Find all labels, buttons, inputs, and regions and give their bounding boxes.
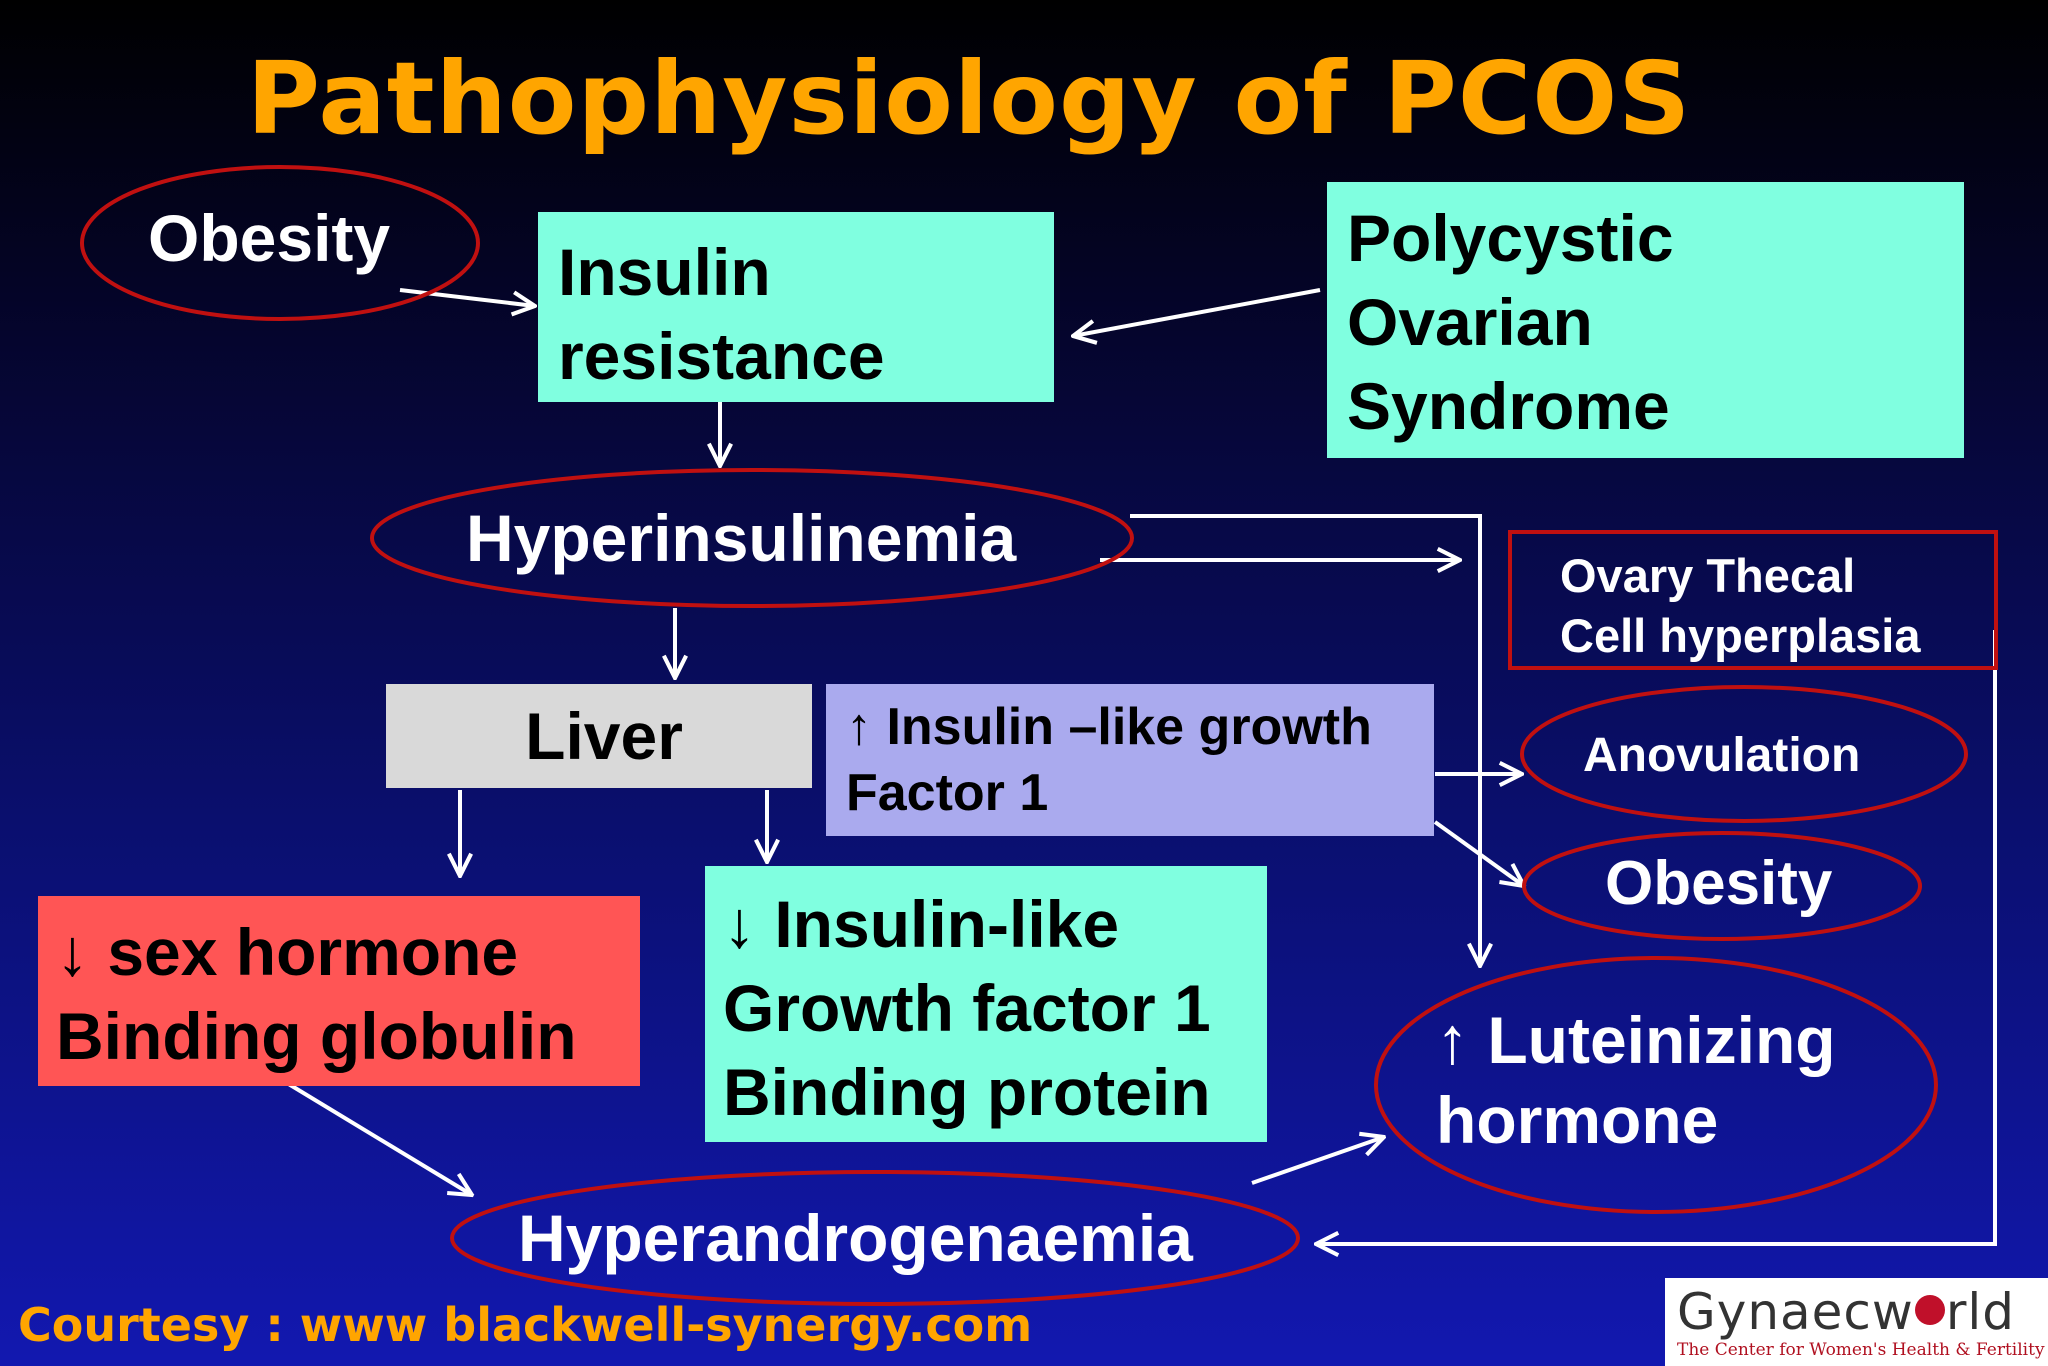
arrow-ovary-to-hyperandrogenaemia — [1316, 630, 1997, 1244]
courtesy-text: Courtesy : www blackwell-synergy.com — [18, 1298, 1033, 1352]
obesity-right-label: Obesity — [1605, 849, 1833, 918]
hyperandrogenaemia-label: Hyperandrogenaemia — [518, 1201, 1193, 1275]
hyperinsulinemia-label: Hyperinsulinemia — [466, 501, 1017, 575]
logo-dot-icon — [1914, 1295, 1945, 1325]
page-title: Pathophysiology of PCOS — [246, 40, 1692, 157]
obesity-top-ellipse — [80, 165, 480, 321]
pcos-box: Polycystic Ovarian Syndrome — [1327, 182, 1964, 458]
logo-tagline: The Center for Women's Health & Fertilit… — [1677, 1340, 2045, 1360]
igfbp-box: ↓ Insulin-like Growth factor 1 Binding p… — [705, 866, 1267, 1142]
lh-label: ↑ Luteinizing hormone — [1436, 1003, 1836, 1157]
lh-ellipse — [1374, 956, 1938, 1214]
arrow-shbg-to-hyperandrogenaemia — [280, 1078, 472, 1195]
shbg-box: ↓ sex hormone Binding globulin — [38, 896, 640, 1086]
obesity-right-ellipse — [1522, 831, 1922, 941]
arrow-obesity-to-insulin-resistance — [399, 288, 535, 306]
anovulation-ellipse — [1520, 685, 1968, 823]
insulin-resistance-box: Insulin resistance — [538, 212, 1054, 402]
arrow-hyperandrogenaemia-to-lh — [1251, 1137, 1384, 1185]
anovulation-label: Anovulation — [1583, 729, 1861, 782]
obesity-top-label: Obesity — [148, 201, 391, 275]
ovary-thecal-box: Ovary Thecal Cell hyperplasia — [1508, 530, 1998, 670]
hyperinsulinemia-ellipse — [370, 468, 1134, 608]
arrow-igf-to-obesity — [1433, 820, 1524, 886]
liver-box: Liver — [386, 684, 812, 788]
hyperandrogenaemia-ellipse — [450, 1170, 1300, 1306]
arrow-hyperinsulinemia-to-lh — [1130, 514, 1480, 966]
arrow-pcos-to-insulin-resistance — [1073, 288, 1321, 336]
igf1-box: ↑ Insulin –like growth Factor 1 — [826, 684, 1434, 836]
